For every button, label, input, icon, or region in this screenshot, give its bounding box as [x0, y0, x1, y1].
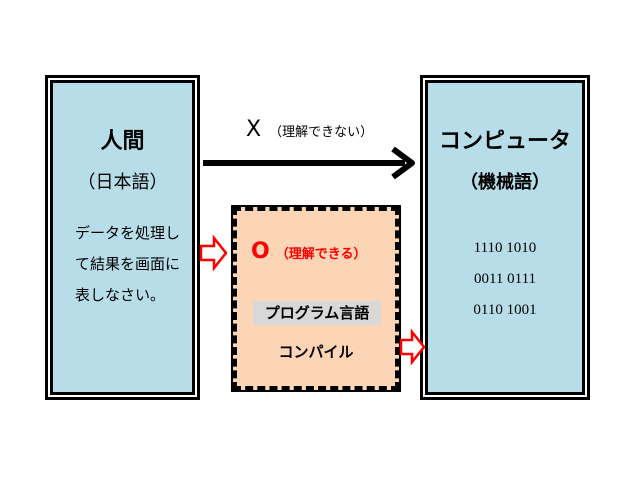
- compiler-box: O （理解できる） プログラム言語 コンパイル: [231, 205, 401, 392]
- binary-code: 1110 1010 0011 0111 0110 1001: [428, 233, 582, 326]
- direct-arrow: [203, 146, 415, 180]
- binary-line: 1110 1010: [473, 240, 537, 256]
- human-box: 人間 （日本語） データを処理して結果を画面に表しなさい。: [50, 80, 195, 395]
- understood-text: （理解できる）: [275, 247, 367, 262]
- compile-label: コンパイル: [278, 343, 354, 361]
- circle-mark: O: [251, 239, 270, 264]
- cross-mark: X: [246, 117, 262, 142]
- computer-subtitle: （機械語）: [460, 172, 550, 193]
- binary-line: 0011 0111: [473, 271, 537, 287]
- direct-arrow-label: X （理解できない）: [246, 117, 373, 142]
- human-to-compiler-arrow-icon: [199, 234, 228, 272]
- not-understood-text: （理解できない）: [269, 125, 374, 140]
- compiler-to-computer-arrow-icon: [399, 328, 426, 366]
- binary-line: 0110 1001: [473, 302, 537, 318]
- computer-title: コンピュータ: [438, 129, 571, 154]
- human-description: データを処理して結果を画面に表しなさい。: [75, 224, 181, 304]
- human-title: 人間: [100, 129, 145, 154]
- compiler-ok-label: O （理解できる）: [251, 239, 366, 264]
- human-subtitle: （日本語）: [77, 172, 168, 193]
- computer-box: コンピュータ （機械語） 1110 1010 0011 0111 0110 10…: [425, 80, 585, 395]
- programming-language-label: プログラム言語: [253, 301, 381, 325]
